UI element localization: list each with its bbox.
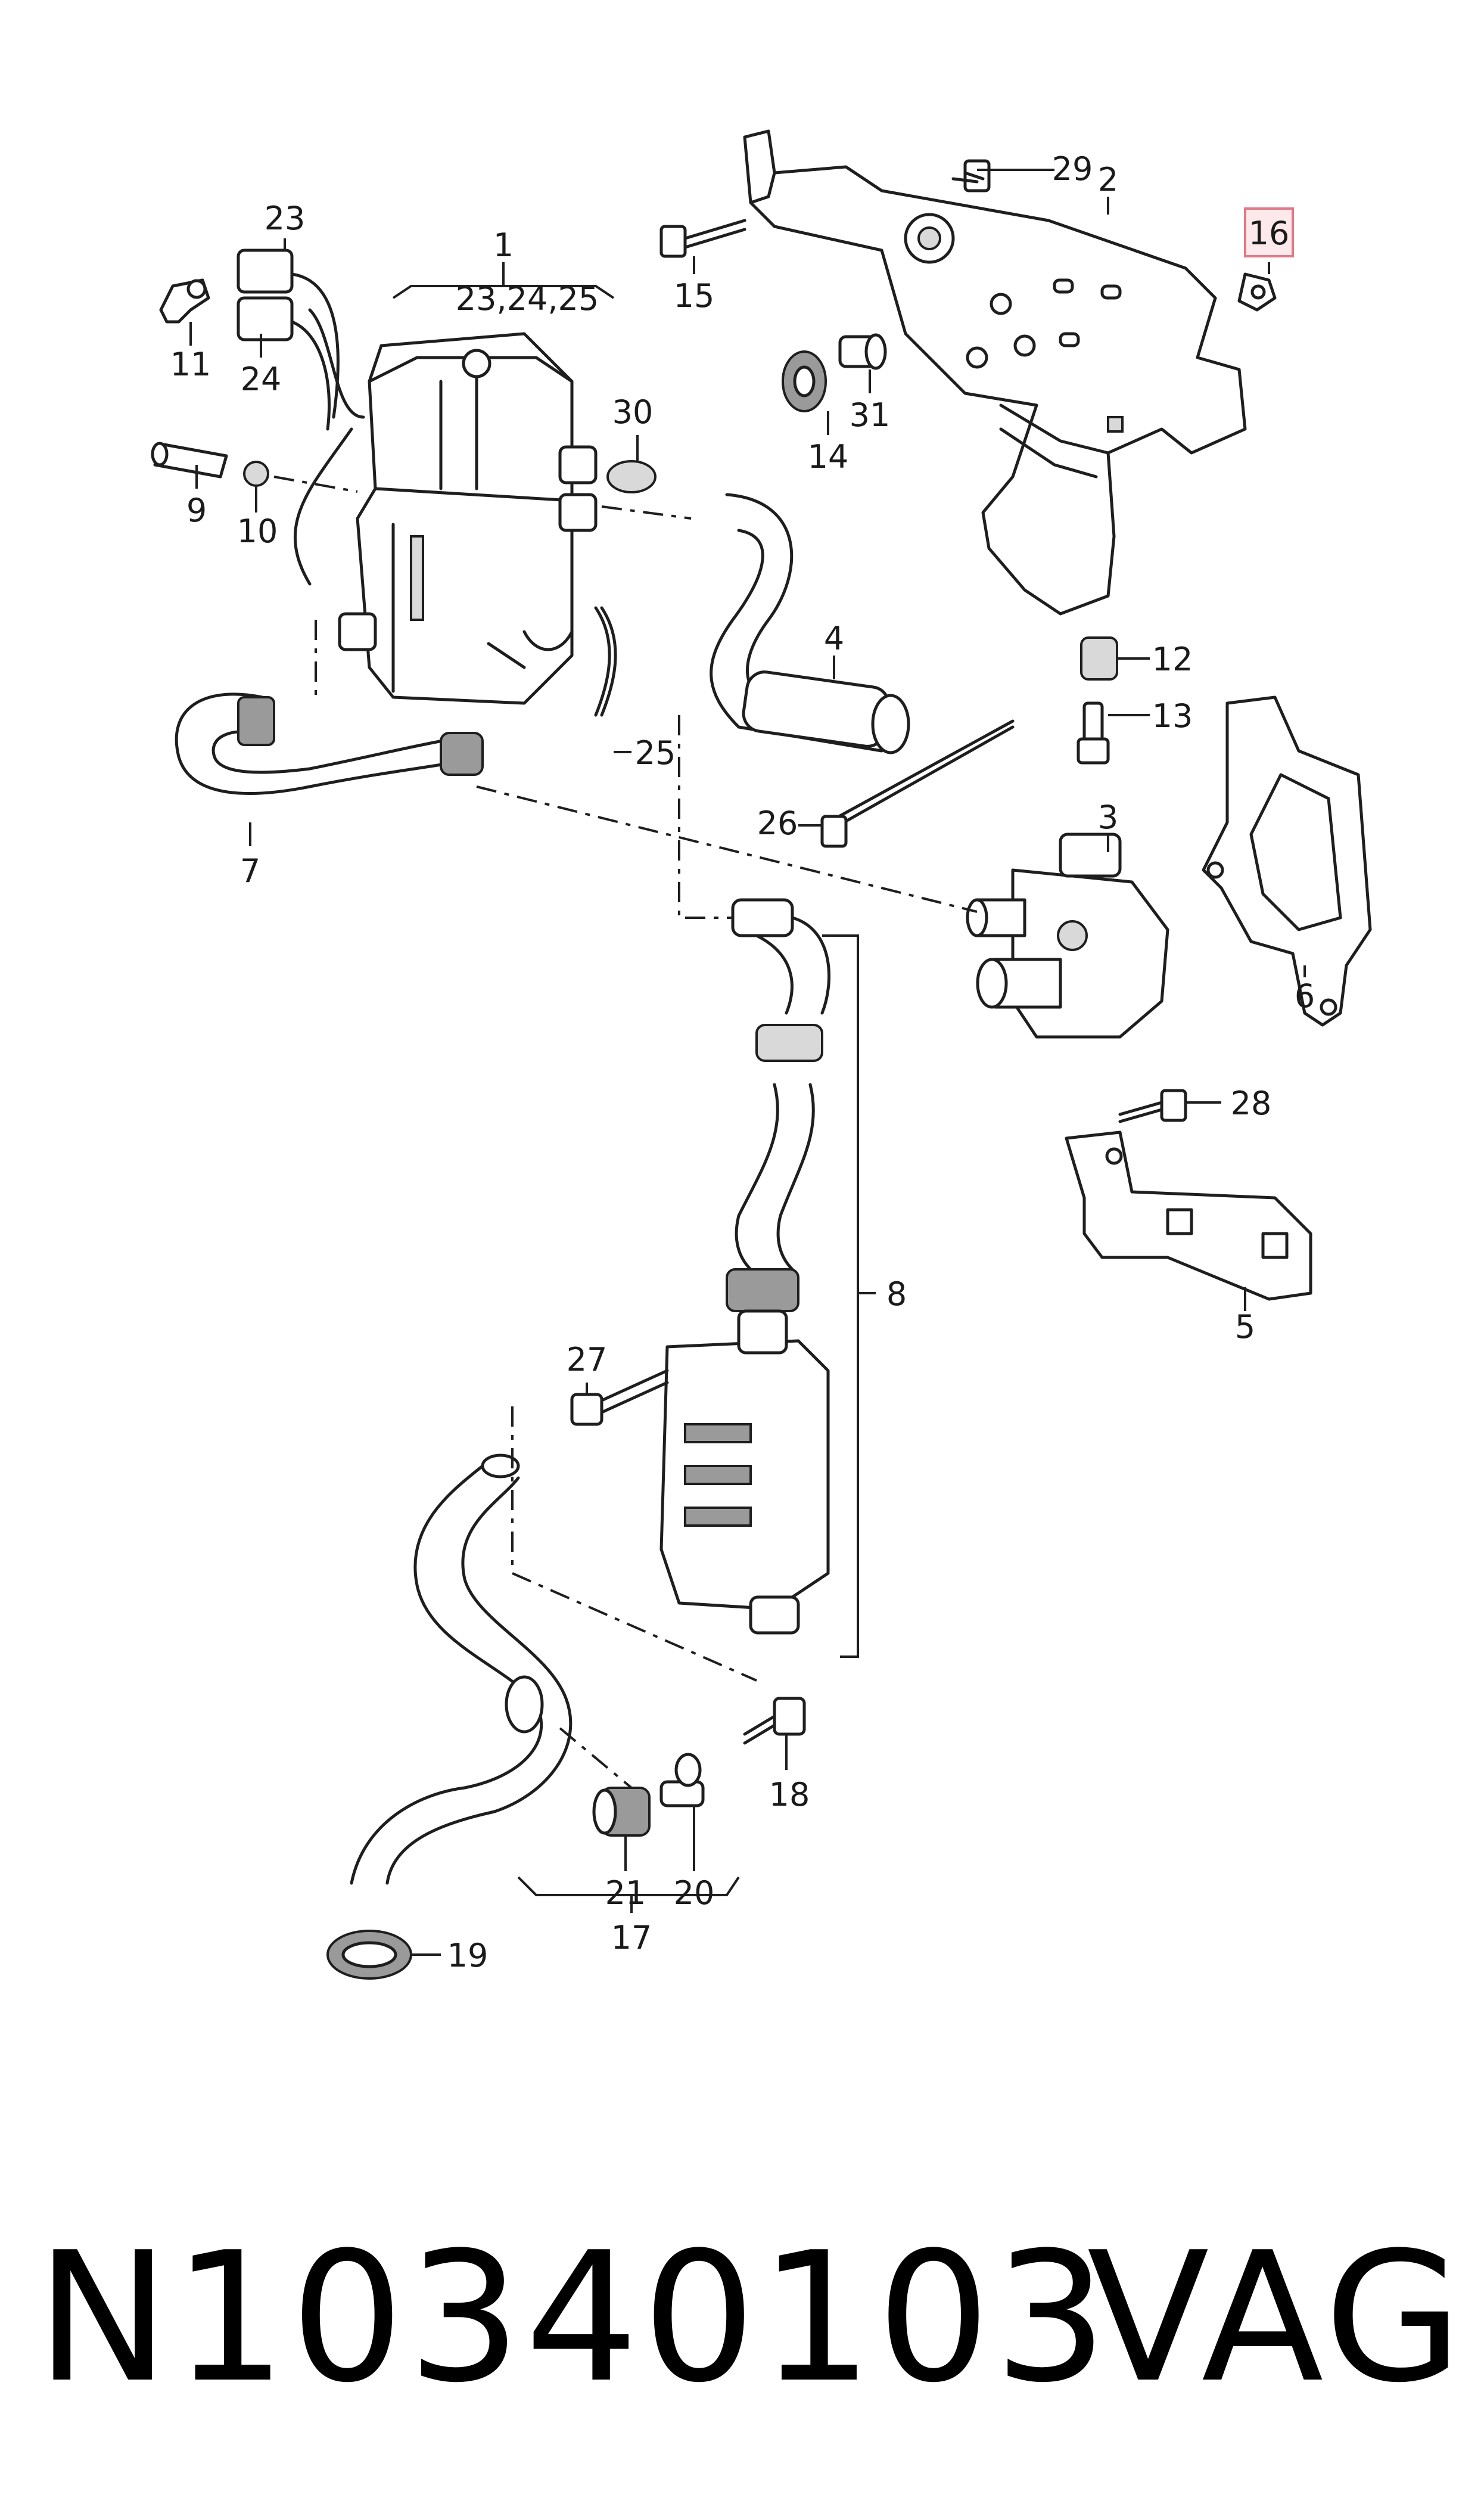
connection-lines (315, 505, 978, 1789)
hose-17 (326, 1453, 573, 1980)
callout-13: 13 (1152, 697, 1193, 735)
bolt-27 (570, 1369, 669, 1426)
callout-16: 16 (1249, 215, 1290, 252)
bolt-29 (951, 159, 991, 192)
highlight-box-16 (1244, 207, 1294, 257)
callout-2: 2 (1098, 161, 1118, 198)
callout-20: 20 (674, 1874, 715, 1912)
callout-18: 18 (769, 1776, 810, 1813)
callout-17: 17 (611, 1919, 652, 1956)
bolt-18 (743, 1697, 806, 1745)
coolant-hose-upper (710, 493, 910, 754)
bracket-6 (1202, 695, 1372, 1027)
callout-27: 27 (567, 1341, 608, 1378)
pipe-and-clamp (151, 442, 358, 493)
callout-19: 19 (447, 1937, 489, 1974)
callout-8: 8 (886, 1275, 907, 1313)
footer: N10340103 VAG (0, 2223, 1484, 2414)
bolt-13 (1077, 701, 1110, 765)
callout-21: 21 (605, 1874, 646, 1912)
cable-tie-26 (820, 719, 1015, 848)
bracket-5 (1065, 1130, 1312, 1301)
bushing-31 (838, 333, 887, 370)
callout-1: 1 (493, 226, 514, 264)
part-number: N10340103 (36, 2214, 1112, 2422)
leader-lines (189, 169, 1306, 1956)
seal-14 (782, 350, 827, 412)
bolt-28 (1118, 1089, 1187, 1123)
fitting-20 (659, 1753, 705, 1807)
callout-24: 24 (241, 361, 282, 398)
callout-25: 25 (635, 734, 676, 772)
callout-14: 14 (808, 438, 849, 476)
callout-28: 28 (1231, 1085, 1272, 1122)
grommet-12 (1080, 636, 1118, 681)
callout-labels: 1 23,24,25 23 24 11 9 10 30 4 7 25 2 29 … (170, 150, 1315, 1974)
mounting-bracket-2 (743, 129, 1247, 616)
callout-9: 9 (186, 492, 207, 529)
coolant-pump-3 (966, 833, 1169, 1039)
heater-unit (293, 308, 617, 717)
callout-12: 12 (1152, 641, 1193, 678)
callout-11: 11 (170, 346, 211, 383)
callout-3: 3 (1098, 799, 1118, 836)
grommet-21 (592, 1787, 651, 1837)
nut-16 (1237, 272, 1277, 312)
coolant-hose-lower (175, 692, 484, 846)
hose-clamp-30 (606, 460, 657, 493)
callout-26: 26 (757, 805, 798, 842)
callout-10: 10 (237, 513, 278, 550)
callout-7: 7 (240, 852, 260, 890)
callout-4: 4 (824, 620, 844, 657)
callout-15: 15 (674, 277, 715, 315)
callout-30: 30 (612, 393, 654, 431)
electrical-connectors (237, 249, 340, 431)
callout-5: 5 (1235, 1308, 1255, 1346)
callout-23: 23 (265, 200, 306, 237)
bolt-15 (659, 219, 746, 258)
brand-name: VAG (1087, 2214, 1466, 2422)
callout-31: 31 (850, 396, 891, 434)
wire-clip (159, 278, 210, 324)
callout-1-sub: 23,24,25 (456, 280, 599, 318)
hose-assembly-8 (659, 898, 876, 1658)
callout-6: 6 (1295, 977, 1315, 1015)
callout-29: 29 (1052, 150, 1093, 188)
